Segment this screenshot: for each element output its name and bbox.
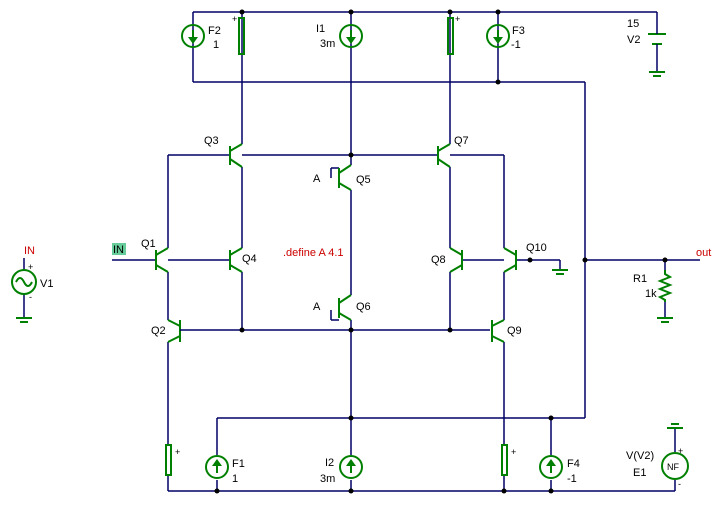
f2-plus: + — [232, 14, 237, 24]
q10-transistor[interactable] — [503, 247, 517, 273]
f2-name: F2 — [208, 25, 221, 37]
f1-name: F1 — [232, 458, 245, 470]
ground-r1 — [657, 317, 673, 323]
f4-value: -1 — [567, 473, 577, 485]
in-port-marker — [112, 243, 126, 255]
define-directive: .define A 4.1 — [283, 247, 344, 259]
e1-nf-source[interactable] — [661, 452, 689, 480]
i1-source[interactable] — [339, 24, 363, 48]
v1-plus: + — [28, 262, 33, 272]
f2-source[interactable] — [181, 24, 205, 48]
v1-name: V1 — [40, 278, 53, 290]
q6-transistor[interactable] — [330, 294, 352, 321]
q4-name: Q4 — [242, 253, 257, 265]
q6-name: Q6 — [356, 301, 371, 313]
q10-name: Q10 — [526, 242, 547, 254]
f1-source[interactable] — [205, 455, 229, 479]
q1-name: Q1 — [141, 238, 156, 250]
ground-v2 — [649, 71, 665, 77]
q8-name: Q8 — [431, 254, 446, 266]
q1-transistor[interactable] — [155, 247, 169, 273]
f4-name: F4 — [567, 458, 580, 470]
v2-name: V2 — [627, 34, 640, 46]
q5-area: A — [313, 173, 321, 185]
q8-transistor[interactable] — [449, 247, 463, 273]
f1-sense — [165, 444, 172, 476]
ground-v1 — [16, 317, 32, 323]
f3-name: F3 — [512, 25, 525, 37]
f4-sense — [501, 444, 508, 476]
f2-value: 1 — [213, 39, 219, 51]
ground-q10 — [552, 269, 568, 275]
e1-plus: + — [678, 446, 683, 456]
f3-plus: + — [455, 14, 460, 24]
e1-minus: - — [678, 479, 681, 489]
e1-symbol: NF — [667, 462, 679, 472]
f3-sense — [447, 17, 454, 55]
f3-value: -1 — [511, 39, 521, 51]
q4-transistor[interactable] — [229, 247, 243, 273]
q9-name: Q9 — [507, 325, 522, 337]
q7-transistor[interactable] — [437, 143, 451, 168]
junctions — [214, 9, 668, 494]
v2-battery[interactable] — [648, 26, 666, 56]
v1-sine-source[interactable] — [11, 269, 37, 295]
ground-e1 — [667, 423, 683, 429]
i2-value: 3m — [320, 473, 335, 485]
q6-area: A — [313, 301, 321, 313]
v2-value: 15 — [627, 18, 639, 30]
v1-minus: - — [29, 292, 32, 302]
q5-name: Q5 — [356, 174, 371, 186]
i1-value: 3m — [320, 38, 335, 50]
r1-resistor[interactable] — [657, 270, 673, 302]
f1-plus: + — [175, 447, 180, 457]
in-net-label: IN — [24, 245, 35, 257]
r1-name: R1 — [633, 273, 647, 285]
f1-value: 1 — [232, 473, 238, 485]
q7-name: Q7 — [454, 135, 469, 147]
f2-sense — [238, 17, 245, 55]
in-port-label[interactable]: IN — [113, 244, 124, 256]
e1-value: V(V2) — [626, 450, 654, 462]
out-net-label: out — [696, 247, 711, 259]
q3-transistor[interactable] — [229, 143, 243, 168]
q2-name: Q2 — [151, 325, 166, 337]
q2-transistor[interactable] — [167, 319, 190, 343]
f4-plus: + — [511, 447, 516, 457]
f3-source[interactable] — [486, 24, 510, 48]
q3-name: Q3 — [204, 135, 219, 147]
r1-value: 1k — [645, 288, 657, 300]
e1-name: E1 — [633, 467, 646, 479]
i2-source[interactable] — [339, 455, 363, 479]
q5-transistor[interactable] — [330, 164, 352, 191]
i1-name: I1 — [316, 23, 325, 35]
f4-source[interactable] — [539, 455, 563, 479]
q9-transistor[interactable] — [491, 319, 505, 343]
i2-name: I2 — [325, 457, 334, 469]
